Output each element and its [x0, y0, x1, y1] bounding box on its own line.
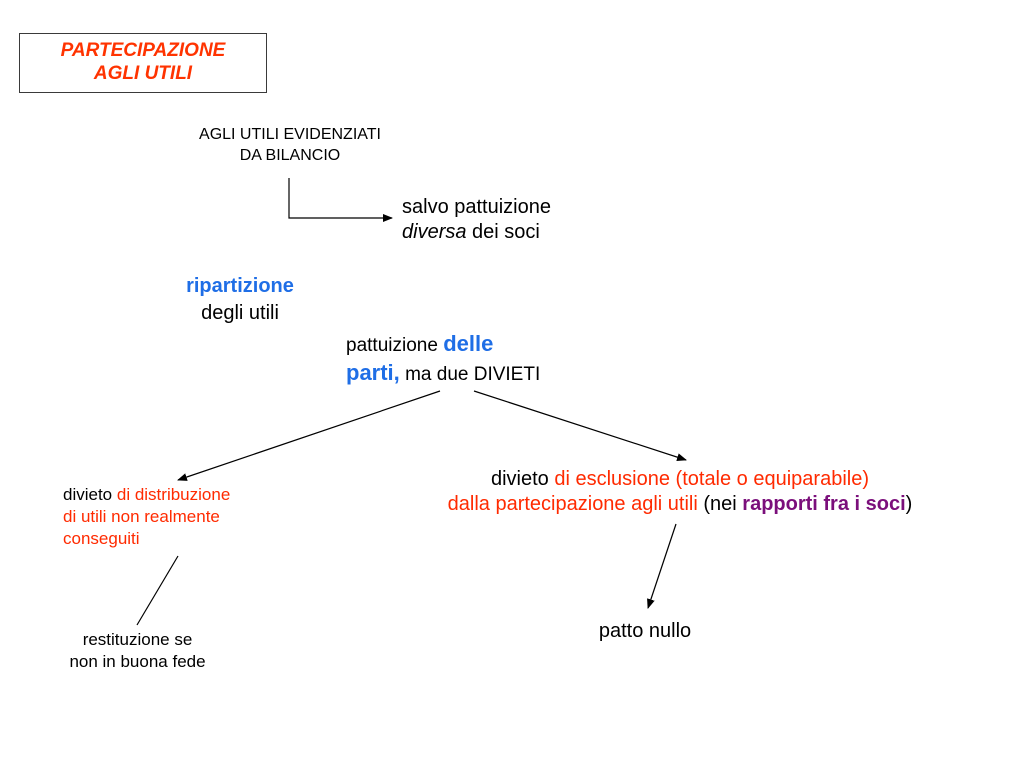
line-to-restituzione [136, 555, 179, 626]
title-line-1: PARTECIPAZIONE [60, 40, 226, 61]
node-pattuizione-line-1: pattuizione delle [346, 330, 606, 359]
node-pattuizione-highlight-2: parti, [346, 360, 400, 385]
node-agli-utili-line-1: AGLI UTILI EVIDENZIATI [199, 126, 381, 143]
node-pattuizione-prefix: pattuizione [346, 335, 444, 356]
node-pattuizione-highlight-1: delle [443, 331, 494, 356]
node-agli-utili-line-2: DA BILANCIO [239, 147, 341, 164]
node-salvo-pattuizione: salvo pattuizione diversa dei soci [402, 195, 642, 245]
node-divieto-distribuzione-line-1: divieto di distribuzione [63, 484, 293, 506]
node-restituzione: restituzione se non in buona fede [40, 629, 235, 673]
node-divieto-distribuzione-red-3: conseguiti [63, 529, 140, 548]
arrow-to-divieto-esclusione [473, 390, 687, 462]
node-divieto-distribuzione-prefix: divieto [63, 485, 117, 504]
title-line-2: AGLI UTILI [93, 63, 193, 84]
node-divieto-esclusione: divieto di esclusione (totale o equipara… [380, 467, 980, 517]
node-divieto-esclusione-red-2: dalla partecipazione agli utili [447, 493, 698, 515]
node-pattuizione-rest: ma due DIVIETI [399, 364, 541, 385]
node-divieto-esclusione-mid: (nei [697, 493, 743, 515]
node-patto-nullo: patto nullo [598, 620, 692, 642]
node-divieto-esclusione-prefix: divieto [490, 468, 555, 490]
arrow-to-divieto-distribuzione [177, 390, 441, 481]
node-salvo-line-2: diversa dei soci [402, 220, 642, 245]
arrow-to-patto-nullo [647, 523, 677, 609]
node-divieto-esclusione-end: ) [905, 493, 913, 515]
node-salvo-line-1: salvo pattuizione [402, 196, 551, 218]
node-divieto-esclusione-line-1: divieto di esclusione (totale o equipara… [380, 467, 980, 492]
elbow-arrow-to-salvo [288, 178, 393, 222]
node-divieto-distribuzione-red-1: di distribuzione [116, 485, 231, 504]
node-salvo-rest: dei soci [466, 221, 540, 243]
node-restituzione-line-2: non in buona fede [69, 652, 206, 671]
node-pattuizione-line-2: parti, ma due DIVIETI [346, 359, 606, 388]
node-divieto-esclusione-purple: rapporti fra i soci [742, 493, 906, 515]
node-salvo-italic: diversa [402, 221, 467, 243]
node-ripartizione-degli-utili: ripartizione degli utili [150, 273, 330, 327]
node-divieto-esclusione-line-2: dalla partecipazione agli utili (nei rap… [380, 492, 980, 517]
node-pattuizione-delle-parti: pattuizione delle parti, ma due DIVIETI [346, 330, 606, 388]
node-ripartizione-highlight: ripartizione [186, 275, 294, 297]
node-divieto-esclusione-red-1: di esclusione (totale o equiparabile) [554, 468, 869, 490]
node-divieto-distribuzione-red-2: di utili non realmente [63, 507, 220, 526]
slide-title-box: PARTECIPAZIONE AGLI UTILI [19, 33, 267, 93]
node-divieto-distribuzione: divieto di distribuzione di utili non re… [63, 484, 293, 550]
node-agli-utili-evidenziati: AGLI UTILI EVIDENZIATI DA BILANCIO [160, 124, 420, 166]
node-restituzione-line-1: restituzione se [82, 630, 193, 649]
node-ripartizione-line-2: degli utili [201, 302, 279, 324]
